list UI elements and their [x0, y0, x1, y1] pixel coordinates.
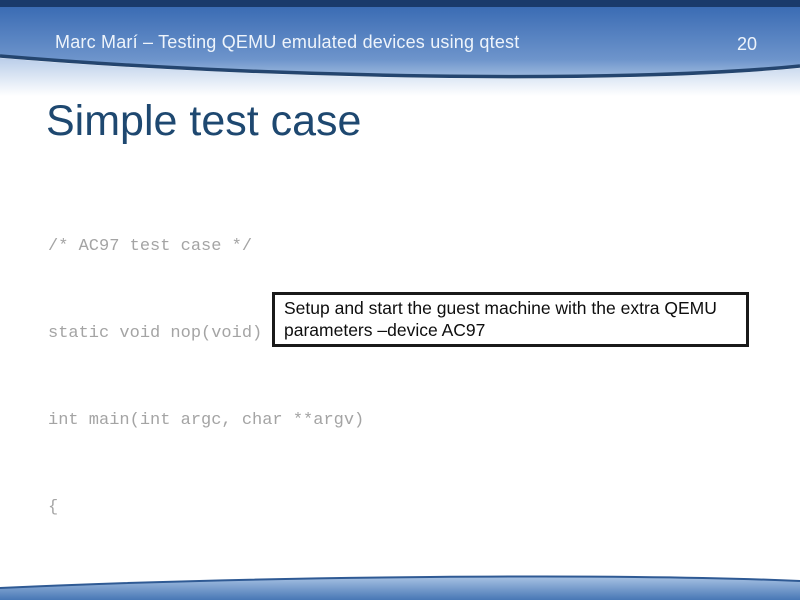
- header-underglow: [0, 58, 800, 96]
- header-top-strip: [0, 0, 800, 10]
- footer-band: [0, 575, 800, 600]
- header-gradient-shape: [0, 7, 800, 77]
- header-title: Marc Marí – Testing QEMU emulated device…: [55, 32, 520, 52]
- code-line: int main(int argc, char **argv): [48, 411, 365, 430]
- footer-curve-line: [0, 575, 800, 589]
- code-line: /* AC97 test case */: [48, 237, 253, 256]
- code-block: /* AC97 test case */ static void nop(voi…: [48, 174, 433, 600]
- code-line: {: [48, 498, 59, 517]
- callout-text: Setup and start the guest machine with t…: [284, 298, 717, 340]
- page-number: 20: [736, 34, 757, 54]
- callout-box: Setup and start the guest machine with t…: [272, 292, 749, 347]
- footer-gradient-shape: [0, 576, 800, 600]
- header-curve-line: [0, 54, 800, 79]
- slide-title: Simple test case: [46, 97, 362, 145]
- header-band: [0, 0, 800, 96]
